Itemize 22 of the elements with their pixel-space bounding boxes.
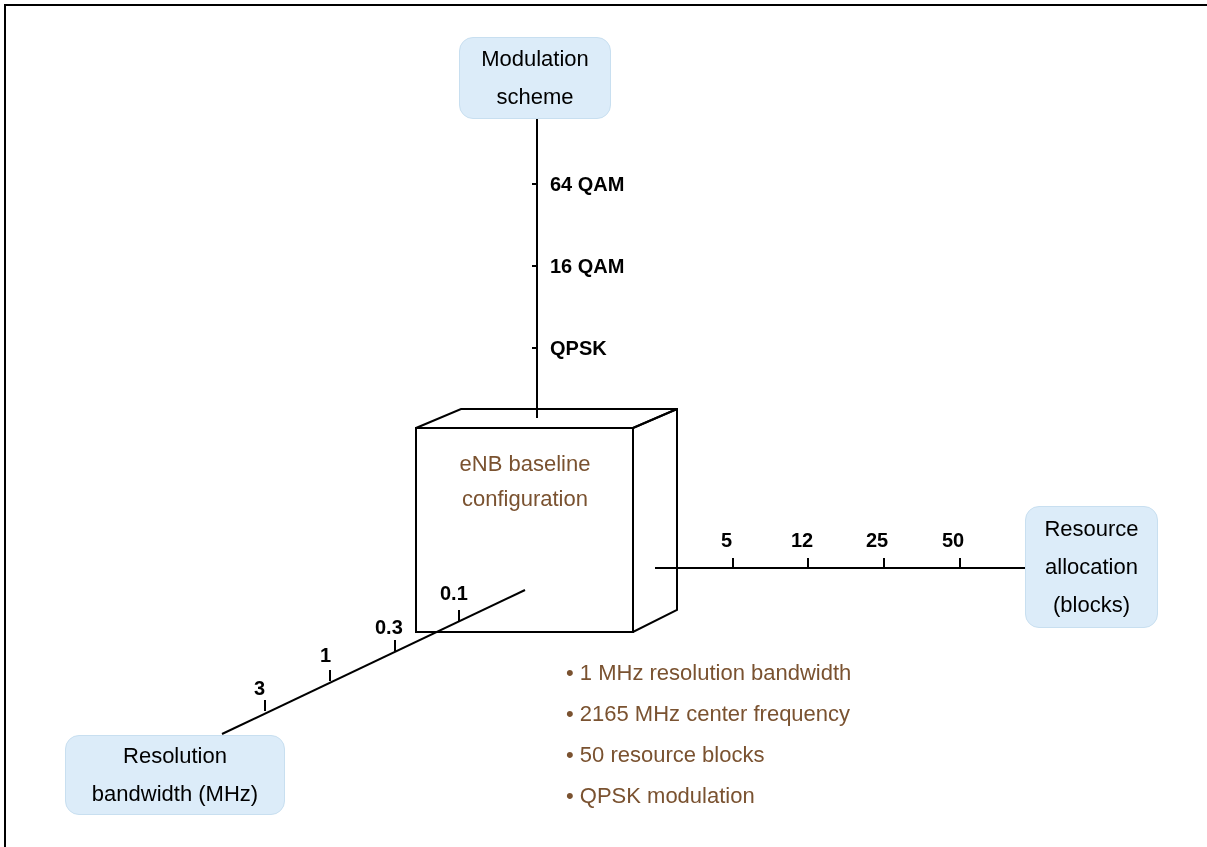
tick-label: 16 QAM [550,254,625,279]
tick-label: 1 [320,643,332,668]
axis-title-box: Resource allocation (blocks) [1025,506,1158,628]
tick-label: 0.1 [440,581,468,606]
axis-title-box: Resolution bandwidth (MHz) [65,735,285,815]
tick-label: 12 [791,528,814,553]
bullet-item: • 2165 MHz center frequency [566,700,852,728]
axis-line [221,589,526,735]
bullet-item: • 50 resource blocks [566,741,766,769]
tick-label: 5 [721,528,733,553]
tick-label: 64 QAM [550,172,625,197]
axis-title-box: Modulation scheme [459,37,611,119]
axis-line [654,567,1026,569]
bullet-item: • QPSK modulation [566,782,756,810]
tick-label: 50 [942,528,965,553]
bullet-item: • 1 MHz resolution bandwidth [566,659,852,687]
tick-label: 0.3 [375,615,403,640]
tick-label: QPSK [550,336,607,361]
axis-line [536,118,538,419]
tick-label: 3 [254,676,266,701]
cube-label: eNB baseline configuration [458,450,592,513]
tick-label: 25 [866,528,889,553]
